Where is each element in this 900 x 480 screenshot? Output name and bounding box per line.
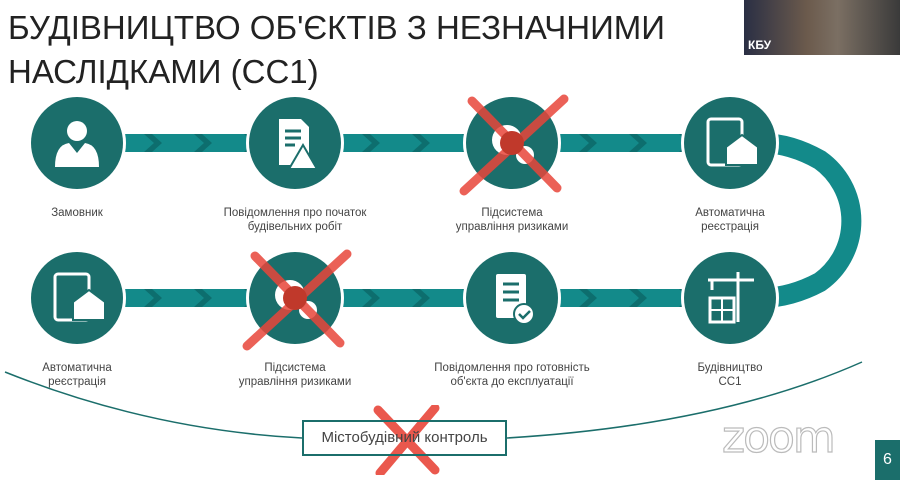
step-label-line2: будівельних робіт (247, 221, 343, 233)
step-person (28, 94, 126, 192)
step-label-line1: Будівництво (697, 362, 763, 374)
step-label-line1: Замовник (51, 207, 103, 219)
step-label-line1: Автоматична (42, 362, 112, 374)
crane-building-icon (708, 272, 754, 324)
step-label-line1: Повідомлення про початок (223, 207, 367, 219)
chevron-icon (412, 289, 430, 307)
checklist-icon (496, 274, 535, 325)
house-tablet-icon (53, 272, 106, 322)
step-label-line1: Підсистема (264, 362, 326, 374)
step-house-tablet (28, 249, 126, 347)
step-label: Підсистема управління ризиками (412, 206, 612, 234)
title-line-2: НАСЛІДКАМИ (СС1) (8, 53, 319, 90)
step-crane-building (681, 249, 779, 347)
chevron-icon (362, 289, 380, 307)
chevron-icon (194, 134, 212, 152)
step-connector (122, 289, 262, 307)
chevron-icon (629, 289, 647, 307)
step-label-line1: Підсистема (481, 207, 543, 219)
step-connector (557, 289, 697, 307)
chevron-icon (412, 134, 430, 152)
step-connector (557, 134, 697, 152)
slide-title: БУДІВНИЦТВО ОБ'ЄКТІВ З НЕЗНАЧНИМИ НАСЛІД… (8, 6, 733, 94)
step-label: Автоматична реєстрація (0, 361, 177, 389)
chevron-icon (579, 289, 597, 307)
control-arc (4, 361, 863, 439)
chevron-icon (579, 134, 597, 152)
step-label: Замовник (0, 206, 177, 220)
step-label: Повідомлення про готовність об'єкта до ек… (412, 361, 612, 389)
zoom-watermark: zoom (721, 411, 836, 463)
house-tablet-icon (706, 117, 759, 167)
step-label-line2: реєстрація (48, 376, 106, 388)
step-document-warning (246, 94, 344, 192)
chevron-icon (144, 134, 162, 152)
step-connector (122, 134, 262, 152)
step-label-line2: управління ризиками (455, 221, 569, 233)
chevron-icon (144, 289, 162, 307)
page-number: 6 (875, 440, 900, 480)
cross-center (500, 131, 524, 155)
step-label: Автоматична реєстрація (630, 206, 830, 234)
step-gears (459, 94, 569, 196)
urban-control-box: Містобудівний контроль (302, 420, 507, 456)
chevron-icon (194, 289, 212, 307)
step-gears (242, 249, 352, 351)
step-connector (340, 134, 480, 152)
step-checklist (463, 249, 561, 347)
document-warning-icon (279, 119, 319, 170)
participant-name: КБУ (748, 38, 772, 52)
participant-video-thumbnail[interactable]: КБУ (744, 0, 900, 55)
step-connector (340, 289, 480, 307)
chevron-icon (629, 134, 647, 152)
step-label-line2: об'єкта до експлуатації (450, 376, 574, 388)
loop-connector (759, 133, 862, 308)
step-label-line2: СС1 (718, 376, 742, 388)
cross-center (283, 286, 307, 310)
step-label-line1: Автоматична (695, 207, 765, 219)
step-label-line2: управління ризиками (238, 376, 352, 388)
step-house-tablet (681, 94, 779, 192)
person-icon (55, 121, 99, 167)
step-label-line1: Повідомлення про готовність (434, 362, 590, 374)
control-box-label: Містобудівний контроль (321, 429, 488, 446)
step-label-line2: реєстрація (701, 221, 759, 233)
title-line-1: БУДІВНИЦТВО ОБ'ЄКТІВ З НЕЗНАЧНИМИ (8, 9, 666, 46)
step-label: Підсистема управління ризиками (195, 361, 395, 389)
chevron-icon (362, 134, 380, 152)
step-label: Повідомлення про початок будівельних робі… (195, 206, 395, 234)
